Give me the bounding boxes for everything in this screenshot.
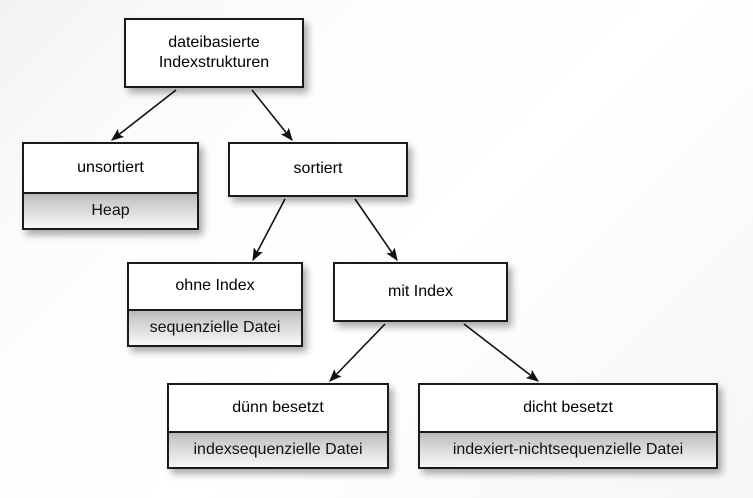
node-title-ohne-index: ohne Index <box>129 264 301 309</box>
edge-root-sortiert <box>251 89 293 141</box>
node-title-mit-index: mit Index <box>335 264 506 320</box>
node-implementation-dicht-besetzt: indexiert-nichtsequenzielle Datei <box>420 431 716 467</box>
node-title-root: dateibasierte Indexstrukturen <box>126 20 302 86</box>
node-implementation-duenn-besetzt: indexsequenzielle Datei <box>169 431 387 467</box>
node-root[interactable]: dateibasierte Indexstrukturen <box>124 18 304 88</box>
node-implementation-unsortiert: Heap <box>24 192 197 228</box>
node-sortiert[interactable]: sortiert <box>228 142 408 197</box>
edge-sortiert-mit-index <box>354 198 398 262</box>
node-title-dicht-besetzt: dicht besetzt <box>420 385 716 431</box>
edge-root-unsortiert <box>110 89 177 141</box>
node-title-duenn-besetzt: dünn besetzt <box>169 385 387 431</box>
edge-mit-index-duenn <box>329 323 386 382</box>
edge-sortiert-ohne-index <box>252 198 286 262</box>
node-title-unsortiert: unsortiert <box>24 144 197 192</box>
node-implementation-ohne-index: sequenzielle Datei <box>129 309 301 345</box>
node-mit-index[interactable]: mit Index <box>333 262 508 322</box>
node-title-sortiert: sortiert <box>230 144 406 195</box>
edge-mit-index-dicht <box>463 323 540 382</box>
